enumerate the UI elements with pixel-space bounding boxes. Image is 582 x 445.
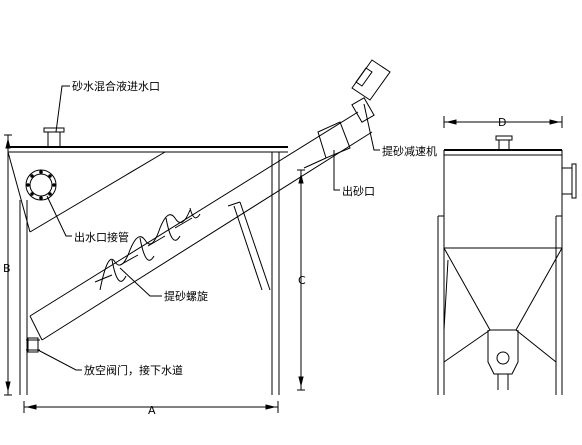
dimension-c: C bbox=[297, 169, 306, 391]
end-view-drain-pipe bbox=[497, 374, 509, 390]
leader-lines bbox=[37, 85, 380, 371]
end-view-top-nozzle bbox=[495, 135, 513, 151]
tank-hopper-bottom bbox=[7, 151, 166, 233]
support-legs bbox=[19, 152, 280, 395]
drain-valve bbox=[26, 337, 40, 353]
tank-top-rim bbox=[8, 146, 288, 153]
dimension-d-label: D bbox=[498, 116, 506, 129]
end-view-legs bbox=[437, 215, 563, 395]
reducer-label: 提砂减速机 bbox=[382, 144, 437, 158]
reducer-motor bbox=[351, 59, 391, 123]
end-view: D bbox=[437, 116, 577, 395]
dimension-c-label: C bbox=[298, 274, 306, 287]
inlet-label: 砂水混合液进水口 bbox=[72, 79, 160, 93]
screw-label: 提砂螺旋 bbox=[164, 289, 208, 303]
inlet-nozzle bbox=[43, 127, 65, 148]
water-outlet-flange bbox=[25, 169, 57, 201]
dimension-a-label: A bbox=[148, 404, 156, 417]
side-view: B C A 砂水混合液进水 bbox=[3, 59, 437, 417]
end-view-screw-housing bbox=[487, 330, 519, 375]
water-outlet-pipe-label: 出水口接管 bbox=[74, 230, 129, 244]
drain-valve-label: 放空阀门，接下水道 bbox=[84, 363, 183, 377]
end-view-hopper bbox=[443, 247, 563, 331]
dimension-b-label: B bbox=[3, 262, 11, 275]
sand-outlet-label: 出砂口 bbox=[342, 184, 375, 198]
end-view-side-nozzle bbox=[561, 163, 577, 199]
dimension-b: B bbox=[3, 134, 12, 396]
end-view-tank-body bbox=[443, 149, 563, 249]
screw-flights bbox=[94, 207, 201, 291]
sand-outlet-chute bbox=[303, 121, 351, 169]
screw-conveyor-tube bbox=[29, 111, 373, 341]
dimension-d: D bbox=[443, 116, 563, 129]
dimension-a: A bbox=[23, 401, 279, 417]
